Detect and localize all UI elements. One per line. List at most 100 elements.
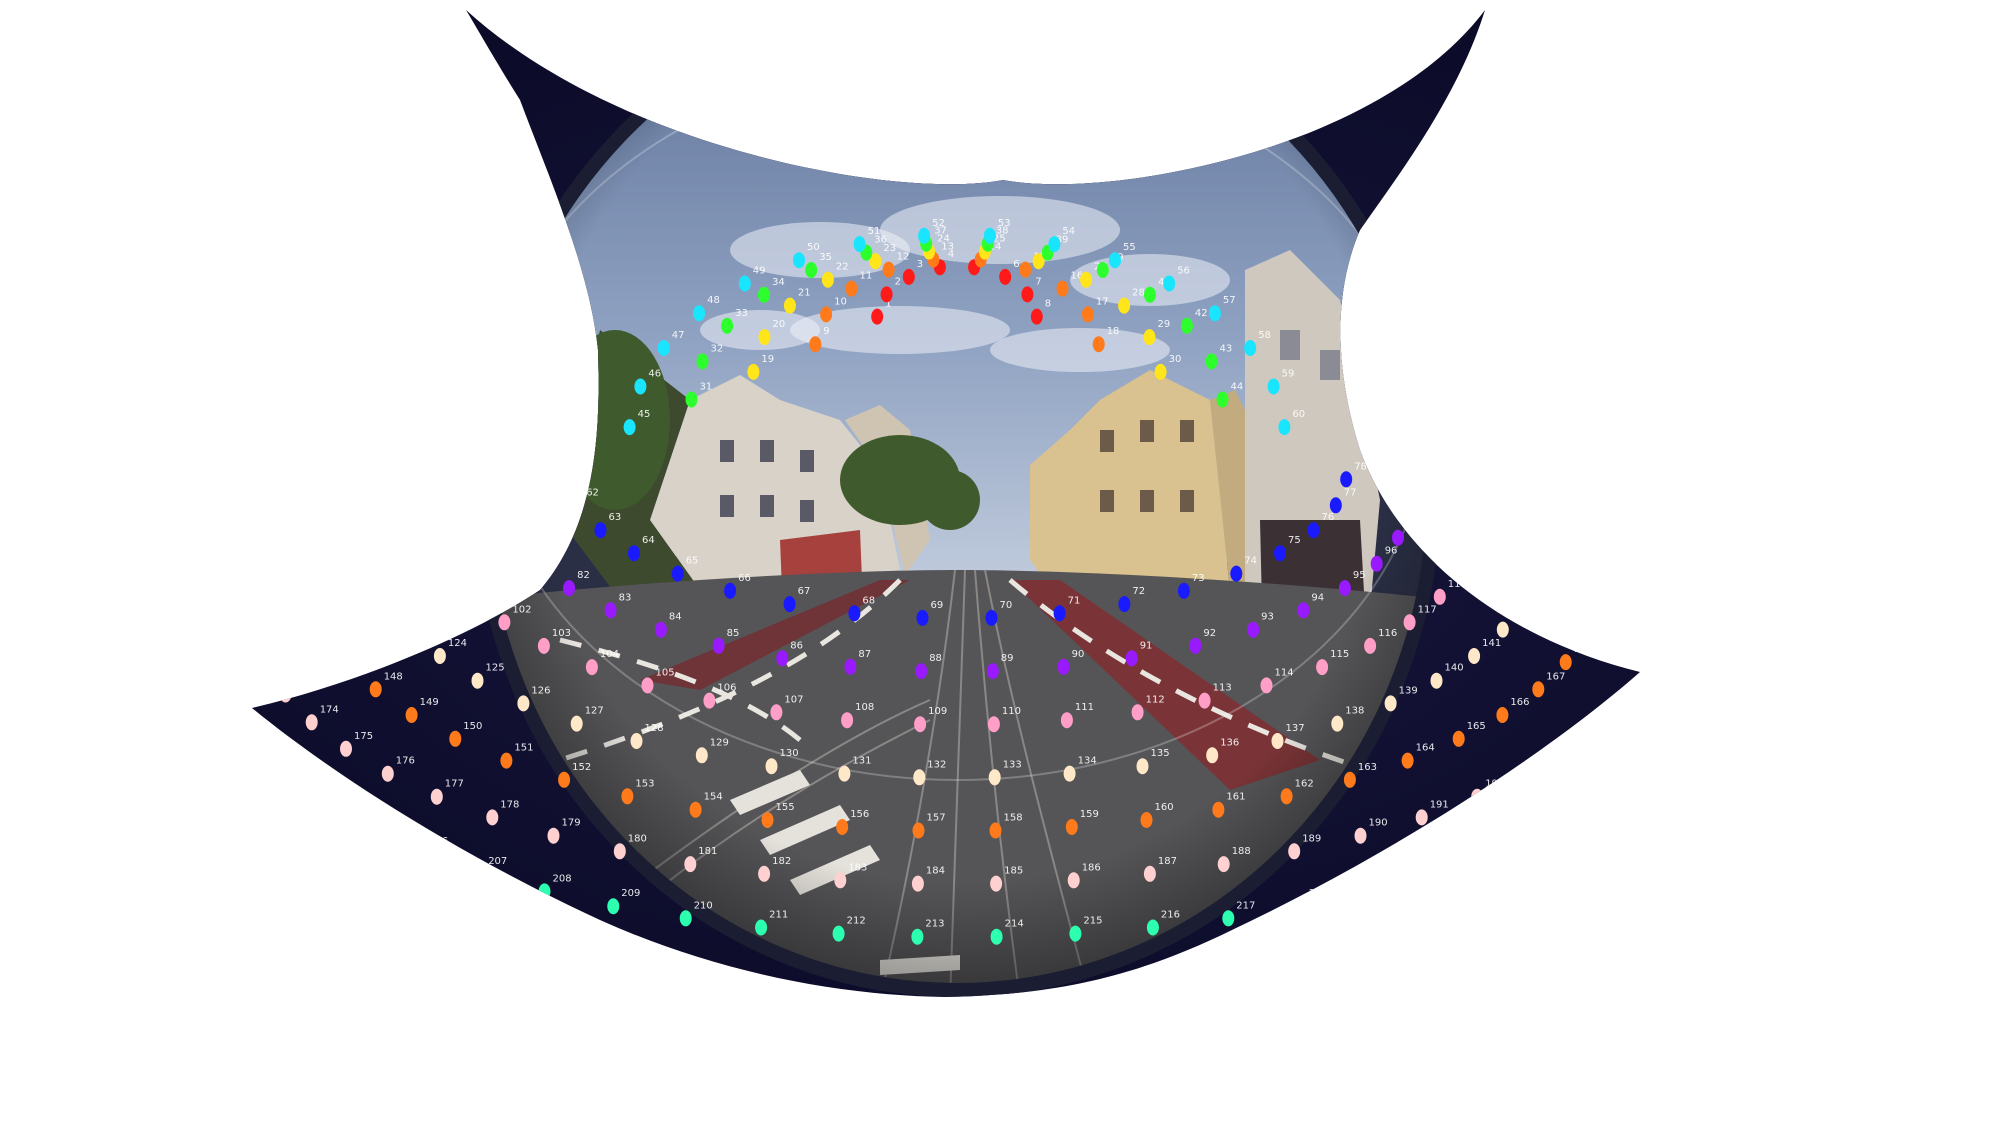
dot-index-label: 118 (1448, 579, 1467, 590)
dot-index-label: 154 (704, 792, 723, 803)
calibration-dot (1297, 602, 1310, 619)
calibration-dot (880, 286, 893, 303)
calibration-dot (1578, 626, 1591, 642)
dot-index-label: 25 (993, 234, 1006, 245)
calibration-dot (1452, 730, 1465, 747)
calibration-dot (252, 628, 265, 645)
dot-index-label: 108 (855, 702, 874, 713)
dot-index-label: 102 (512, 604, 531, 615)
dot-index-label: 53 (998, 218, 1011, 229)
dot-index-label: 86 (790, 640, 803, 651)
dot-index-label: 172 (276, 648, 295, 659)
dot-index-label: 167 (1546, 671, 1565, 682)
calibration-dot (498, 614, 511, 631)
dot-index-label: 33 (735, 308, 748, 319)
calibration-dot (1065, 819, 1078, 835)
dot-index-label: 73 (1192, 573, 1205, 584)
calibration-dot (821, 271, 834, 288)
calibration-dot (630, 733, 643, 749)
calibration-dot (1198, 692, 1211, 709)
calibration-dot (988, 769, 1001, 786)
calibration-dot (761, 812, 774, 828)
dot-index-label: 180 (628, 833, 647, 844)
calibration-dot (1163, 275, 1176, 292)
dot-index-label: 83 (619, 592, 632, 603)
calibration-dot (1118, 297, 1131, 314)
calibration-dot (1587, 597, 1600, 614)
calibration-dot (1471, 788, 1484, 805)
calibration-dot (1206, 747, 1219, 764)
calibration-dot (1384, 695, 1397, 712)
calibration-dot (911, 875, 924, 892)
calibration-dot (1354, 827, 1367, 844)
dot-index-label: 212 (847, 916, 866, 927)
calibration-dot (1433, 588, 1446, 605)
dot-index-label: 195 (1610, 704, 1629, 715)
calibration-dot (1069, 925, 1082, 942)
dot-index-label: 151 (514, 743, 533, 754)
calibration-dot (558, 771, 571, 788)
dot-index-label: 7 (1035, 276, 1041, 287)
calibration-dot (561, 471, 574, 488)
calibration-dot (1143, 329, 1156, 346)
calibration-dot (621, 788, 634, 805)
calibration-dot (1596, 714, 1609, 731)
calibration-dot (912, 822, 925, 839)
dot-index-label: 126 (531, 685, 550, 696)
dot-index-label: 61 (576, 461, 589, 472)
calibration-dot (1244, 340, 1257, 356)
dot-index-label: 176 (396, 756, 415, 767)
dot-index-label: 113 (1213, 683, 1232, 694)
dot-index-label: 218 (1309, 888, 1328, 899)
calibration-dot (517, 695, 530, 712)
dot-index-label: 155 (776, 802, 795, 813)
dot-index-label: 9 (823, 326, 829, 337)
calibration-dot (1520, 765, 1533, 782)
calibration-dot (1540, 824, 1553, 840)
dot-index-label: 35 (819, 252, 832, 263)
calibration-dot (836, 819, 849, 835)
calibration-dot (1370, 555, 1383, 572)
dot-index-label: 107 (784, 694, 803, 705)
dot-index-label: 111 (1075, 702, 1094, 713)
dot-index-label: 141 (1482, 638, 1501, 649)
calibration-dot (1559, 654, 1572, 671)
calibration-dot (274, 774, 287, 791)
dot-index-label: 87 (858, 649, 871, 660)
calibration-dot (1096, 262, 1109, 278)
calibration-dot (703, 692, 716, 709)
dot-index-label: 208 (553, 873, 572, 884)
calibration-dot (323, 626, 336, 642)
calibration-dot (1260, 677, 1273, 694)
calibration-dot (1053, 605, 1066, 622)
calibration-dot (838, 765, 851, 782)
dot-index-label: 156 (850, 809, 869, 820)
calibration-dot (607, 898, 620, 915)
dot-index-label: 52 (932, 218, 945, 229)
calibration-dot (1627, 774, 1640, 791)
dot-index-label: 145 (328, 587, 347, 598)
dot-index-label: 166 (1510, 697, 1529, 708)
dot-index-label: 39 (1056, 235, 1069, 246)
dot-index-label: 115 (1330, 649, 1349, 660)
calibration-dot (1278, 419, 1291, 436)
dot-index-label: 18 (1107, 326, 1120, 337)
dot-index-label: 54 (1062, 226, 1075, 237)
calibration-dot (1271, 733, 1284, 749)
dot-index-label: 211 (769, 910, 788, 921)
calibration-dot (623, 419, 636, 436)
dot-index-label: 204 (329, 790, 348, 801)
calibration-dot (1217, 856, 1230, 873)
calibration-dot (1562, 740, 1574, 757)
calibration-dot (1067, 872, 1080, 889)
calibration-dot (1109, 252, 1121, 269)
dot-index-label: 221 (1501, 836, 1520, 847)
calibration-dot (1092, 336, 1105, 353)
dot-index-label: 171 (266, 619, 285, 630)
calibration-dot (685, 391, 698, 408)
dot-index-label: 158 (1004, 813, 1023, 824)
calibration-dot (845, 280, 858, 297)
dot-index-label: 215 (1083, 916, 1102, 927)
calibration-dot (989, 822, 1002, 839)
